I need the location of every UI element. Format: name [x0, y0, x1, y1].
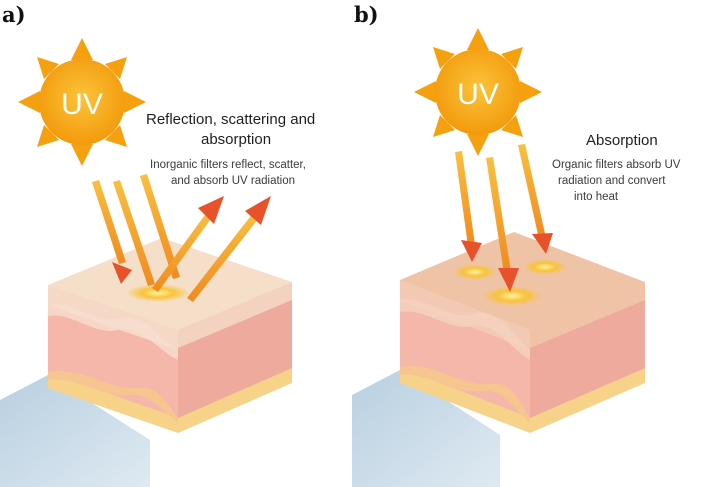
- incoming-uv-rays: [92, 174, 180, 286]
- panel-a-description: Inorganic filters reflect, scatter, and …: [150, 157, 306, 189]
- panel-a-title: Reflection, scattering and absorption: [146, 110, 315, 150]
- panel-b-desc-line-2: radiation and convert: [558, 175, 666, 187]
- skin-cube-top: [400, 232, 645, 330]
- panel-b-diagram: [352, 28, 645, 487]
- sun-icon: [18, 38, 146, 166]
- sun-label-b: UV: [457, 78, 499, 111]
- ray-head-2: [498, 268, 519, 292]
- panel-a-letter: a): [2, 2, 26, 27]
- reflected-ray-head-1: [198, 196, 224, 224]
- sun-icon: [414, 28, 542, 156]
- skin-cube-right-face: [530, 282, 645, 433]
- panel-a-desc-line-2: and absorb UV radiation: [171, 175, 296, 187]
- reflected-ray-head-2: [245, 196, 271, 225]
- ray-head-1: [461, 240, 482, 262]
- skin-cube-top: [48, 238, 292, 330]
- absorption-glow-2: [482, 286, 542, 306]
- ray-head-3: [532, 233, 553, 254]
- panel-a-diagram: [0, 38, 292, 487]
- absorption-glow: [126, 284, 190, 302]
- shadow-base: [352, 370, 500, 487]
- panel-b-desc-line-3: into heat: [574, 191, 619, 203]
- panel-b-letter: b): [354, 2, 379, 27]
- incoming-uv-rays: [455, 144, 546, 273]
- panel-a-title-line-1: Reflection, scattering and: [146, 111, 316, 128]
- skin-cube-right-face: [178, 282, 292, 433]
- reflected-uv-rays: [152, 212, 259, 302]
- panel-b-description: Organic filters absorb UV radiation and …: [552, 157, 680, 205]
- skin-cube-left-face: [400, 280, 530, 433]
- absorption-glow-1: [453, 264, 497, 280]
- skin-cube-left-face: [48, 285, 178, 433]
- shadow-base: [0, 375, 150, 487]
- absorbed-ray-head: [112, 262, 132, 284]
- panel-a-desc-line-1: Inorganic filters reflect, scatter,: [150, 159, 306, 171]
- absorption-glow-3: [523, 259, 567, 275]
- sun-label-a: UV: [61, 88, 103, 121]
- panel-b-title: Absorption: [586, 132, 658, 149]
- panel-b-desc-line-1: Organic filters absorb UV: [552, 159, 681, 171]
- panel-a-title-line-2: absorption: [201, 131, 272, 148]
